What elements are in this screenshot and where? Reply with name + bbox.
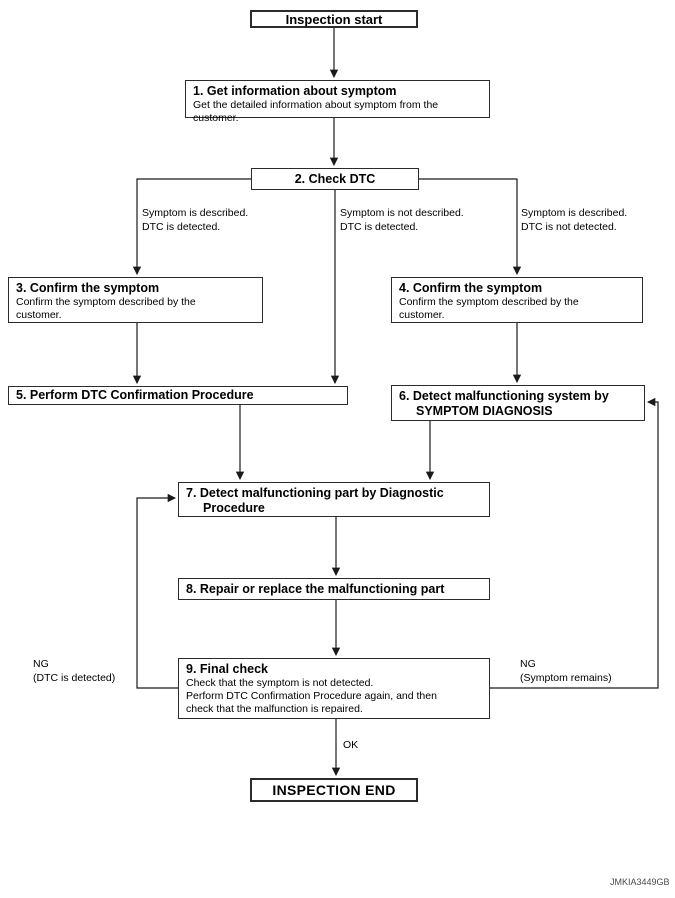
node-title: 4. Confirm the symptom [399, 281, 543, 295]
branch-label-right: Symptom is described. DTC is not detecte… [521, 207, 628, 233]
branch-label-middle: Symptom is not described. DTC is detecte… [340, 207, 464, 233]
node-body: Confirm the symptom described by the cus… [399, 295, 579, 321]
node-title: 1. Get information about symptom [193, 84, 397, 98]
node-step7: 7. Detect malfunctioning part by Diagnos… [178, 482, 490, 517]
node-title: 5. Perform DTC Confirmation Procedure [16, 388, 254, 403]
node-body: Get the detailed information about sympt… [193, 98, 439, 124]
node-title-line1: 7. Detect malfunctioning part by Diagnos… [186, 486, 444, 500]
node-title-line2: Procedure [203, 500, 265, 515]
node-label: Inspection start [285, 11, 383, 27]
node-inspection-start: Inspection start [250, 10, 418, 28]
node-step8: 8. Repair or replace the malfunctioning … [178, 578, 490, 600]
node-body: Confirm the symptom described by the cus… [16, 295, 196, 321]
node-title: 9. Final check [186, 662, 268, 676]
node-step2: 2. Check DTC [251, 168, 419, 190]
node-body: Check that the symptom is not detected. … [186, 676, 437, 715]
figure-id-watermark: JMKIA3449GB [610, 877, 670, 887]
node-step1: 1. Get information about symptom Get the… [185, 80, 490, 124]
edge-step9-ng-to-step6 [490, 397, 659, 689]
node-title: 8. Repair or replace the malfunctioning … [186, 581, 445, 596]
node-inspection-end: INSPECTION END [250, 778, 418, 802]
node-title-line1: 6. Detect malfunctioning system by [399, 389, 609, 403]
edge-step9-ng-to-step7 [136, 493, 178, 689]
node-step4: 4. Confirm the symptom Confirm the sympt… [391, 277, 643, 323]
node-title-line2: SYMPTOM DIAGNOSIS [416, 403, 553, 418]
node-title: 3. Confirm the symptom [16, 281, 160, 295]
ng-label-right: NG (Symptom remains) [520, 658, 612, 684]
node-step5: 5. Perform DTC Confirmation Procedure [8, 386, 348, 405]
node-step9: 9. Final check Check that the symptom is… [178, 658, 490, 719]
node-step3: 3. Confirm the symptom Confirm the sympt… [8, 277, 263, 323]
ng-label-left: NG (DTC is detected) [33, 658, 116, 684]
node-title: 2. Check DTC [294, 171, 376, 186]
node-label: INSPECTION END [272, 782, 396, 798]
node-step6: 6. Detect malfunctioning system by SYMPT… [391, 385, 645, 421]
branch-label-left: Symptom is described. DTC is detected. [142, 207, 249, 233]
edge-step2-to-step3 [132, 178, 251, 276]
ok-label: OK [343, 739, 359, 751]
edge-step2-to-step4 [419, 178, 522, 276]
